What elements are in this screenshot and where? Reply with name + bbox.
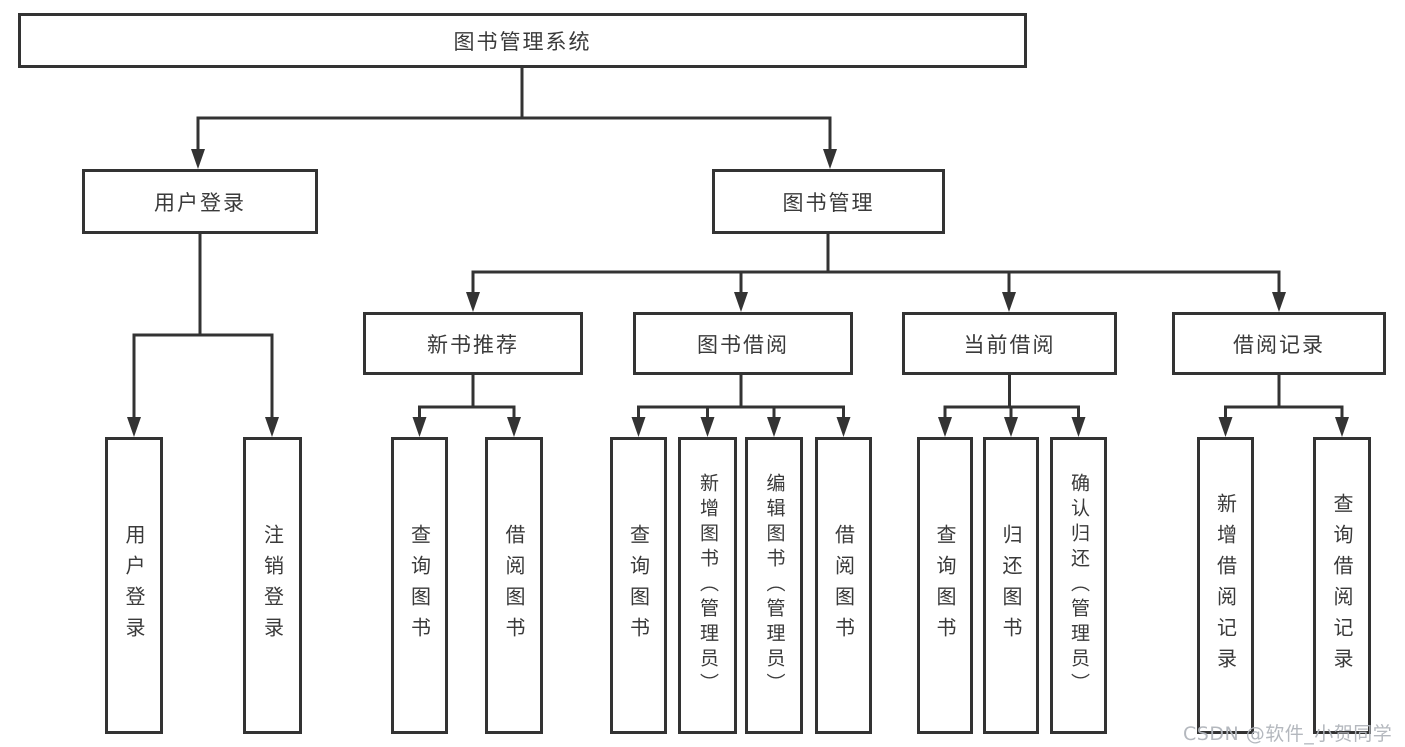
leaf-query-books-1-label: 查询图书	[407, 523, 432, 648]
node-new-book-recommend: 新书推荐	[363, 312, 583, 375]
leaf-confirm-return-admin: 确认归还（管理员）	[1050, 437, 1107, 734]
node-book-borrow-label: 图书借阅	[697, 332, 789, 357]
leaf-add-borrow-record-label: 新增借阅记录	[1213, 492, 1238, 679]
node-root: 图书管理系统	[18, 13, 1027, 68]
leaf-user-login-label: 用户登录	[122, 523, 146, 648]
leaf-add-books-admin-label: 新增图书（管理员）	[697, 473, 719, 698]
node-user-login-label: 用户登录	[154, 190, 246, 215]
leaf-borrow-books-1-label: 借阅图书	[502, 523, 526, 648]
node-current-borrow-label: 当前借阅	[963, 332, 1056, 357]
leaf-query-books-3-label: 查询图书	[933, 523, 957, 648]
edge-arrowhead-group	[127, 149, 1349, 437]
node-book-management-label: 图书管理	[782, 190, 875, 215]
node-borrow-record: 借阅记录	[1172, 312, 1386, 375]
node-book-borrow: 图书借阅	[633, 312, 853, 375]
leaf-return-books: 归还图书	[983, 437, 1039, 734]
leaf-add-borrow-record: 新增借阅记录	[1197, 437, 1254, 734]
leaf-query-books-3: 查询图书	[917, 437, 973, 734]
leaf-borrow-books-2-label: 借阅图书	[831, 523, 856, 648]
node-root-label: 图书管理系统	[453, 29, 592, 54]
leaf-query-books-2: 查询图书	[610, 437, 667, 734]
leaf-edit-books-admin-label: 编辑图书（管理员）	[763, 473, 786, 698]
node-new-book-recommend-label: 新书推荐	[427, 332, 519, 357]
leaf-confirm-return-admin-label: 确认归还（管理员）	[1068, 473, 1090, 698]
leaf-query-books-1: 查询图书	[391, 437, 448, 734]
leaf-return-books-label: 归还图书	[999, 523, 1023, 648]
node-book-management: 图书管理	[712, 169, 945, 234]
leaf-query-borrow-record: 查询借阅记录	[1313, 437, 1371, 734]
leaf-query-books-2-label: 查询图书	[626, 523, 651, 648]
leaf-query-borrow-record-label: 查询借阅记录	[1330, 492, 1354, 679]
node-borrow-record-label: 借阅记录	[1233, 332, 1325, 357]
leaf-logout: 注销登录	[243, 437, 302, 734]
leaf-edit-books-admin: 编辑图书（管理员）	[745, 437, 803, 734]
leaf-borrow-books-1: 借阅图书	[485, 437, 543, 734]
leaf-add-books-admin: 新增图书（管理员）	[678, 437, 737, 734]
leaf-borrow-books-2: 借阅图书	[815, 437, 872, 734]
node-current-borrow: 当前借阅	[902, 312, 1117, 375]
leaf-logout-label: 注销登录	[260, 523, 285, 648]
node-user-login: 用户登录	[82, 169, 318, 234]
leaf-user-login: 用户登录	[105, 437, 163, 734]
csdn-watermark: CSDN @软件_小贺同学	[1183, 723, 1393, 745]
